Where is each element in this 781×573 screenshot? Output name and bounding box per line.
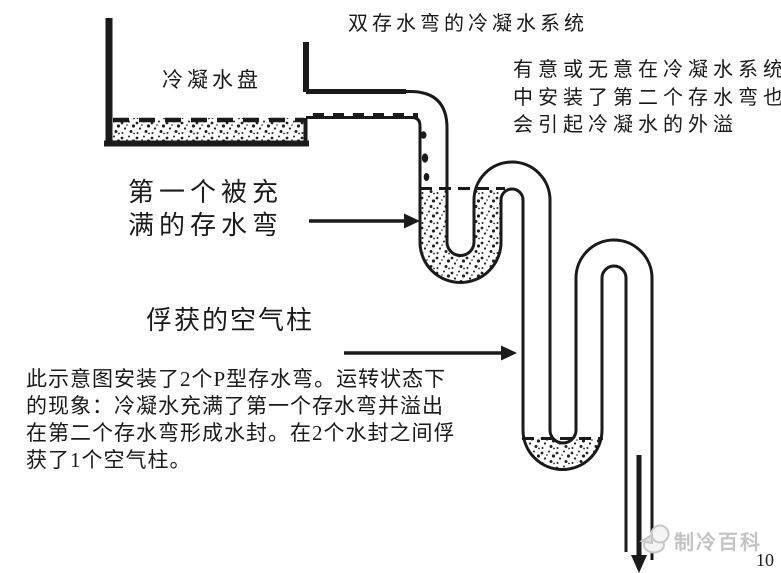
arrow-head-right [404,213,420,229]
flow-arrows [309,213,647,573]
pan-label: 冷凝水盘 [162,68,262,92]
water-level-lines [113,113,603,440]
watermark-text: 制冷百科 [674,532,762,554]
first-trap-water [420,188,501,283]
watermark-logo-icon [639,524,670,554]
right-note-line: 会引起冷凝水的外溢 [513,114,738,136]
caption-line: 的现象：冷凝水充满了第一个存水弯并溢出 [26,394,444,418]
caption-line: 在第二个存水弯形成水封。在2个水封之间俘 [26,421,456,445]
right-note-line: 中安装了第二个存水弯也 [513,86,781,109]
air-column-label: 俘获的空气柱 [146,306,315,335]
arrow-head-down [631,555,647,573]
caption-line: 此示意图安装了2个P型存水弯。运转状态下 [26,367,447,391]
pipe-wall-inner [306,116,628,552]
pan-water [112,118,305,142]
pipe-wall-outer [306,90,654,560]
drip-dots [420,131,430,181]
first-trap-label: 第一个被充 满的存水弯 [128,176,283,242]
condensate-pan [104,18,309,147]
page-number: 10 [756,550,774,570]
caption-paragraph: 此示意图安装了2个P型存水弯。运转状态下 的现象：冷凝水充满了第一个存水弯并溢出… [26,366,456,474]
right-note-line: 有意或无意在冷凝水系统 [513,59,781,81]
caption-line: 获了1个空气柱。 [26,448,192,472]
right-note: 有意或无意在冷凝水系统 中安装了第二个存水弯也 会引起冷凝水的外溢 [513,57,781,140]
air-column-arrow [344,345,517,361]
first-trap-arrow [309,213,420,229]
diagram-title: 双存水弯的冷凝水系统 [348,13,588,35]
piping-walls [306,89,654,560]
arrow-head-right [501,345,517,361]
second-trap-waterline-mask [513,404,611,438]
first-trap-label-line: 满的存水弯 [128,211,284,240]
first-trap-label-line: 第一个被充 [128,178,284,207]
water-fills [112,118,611,470]
outlet-flow-arrow [631,455,647,573]
